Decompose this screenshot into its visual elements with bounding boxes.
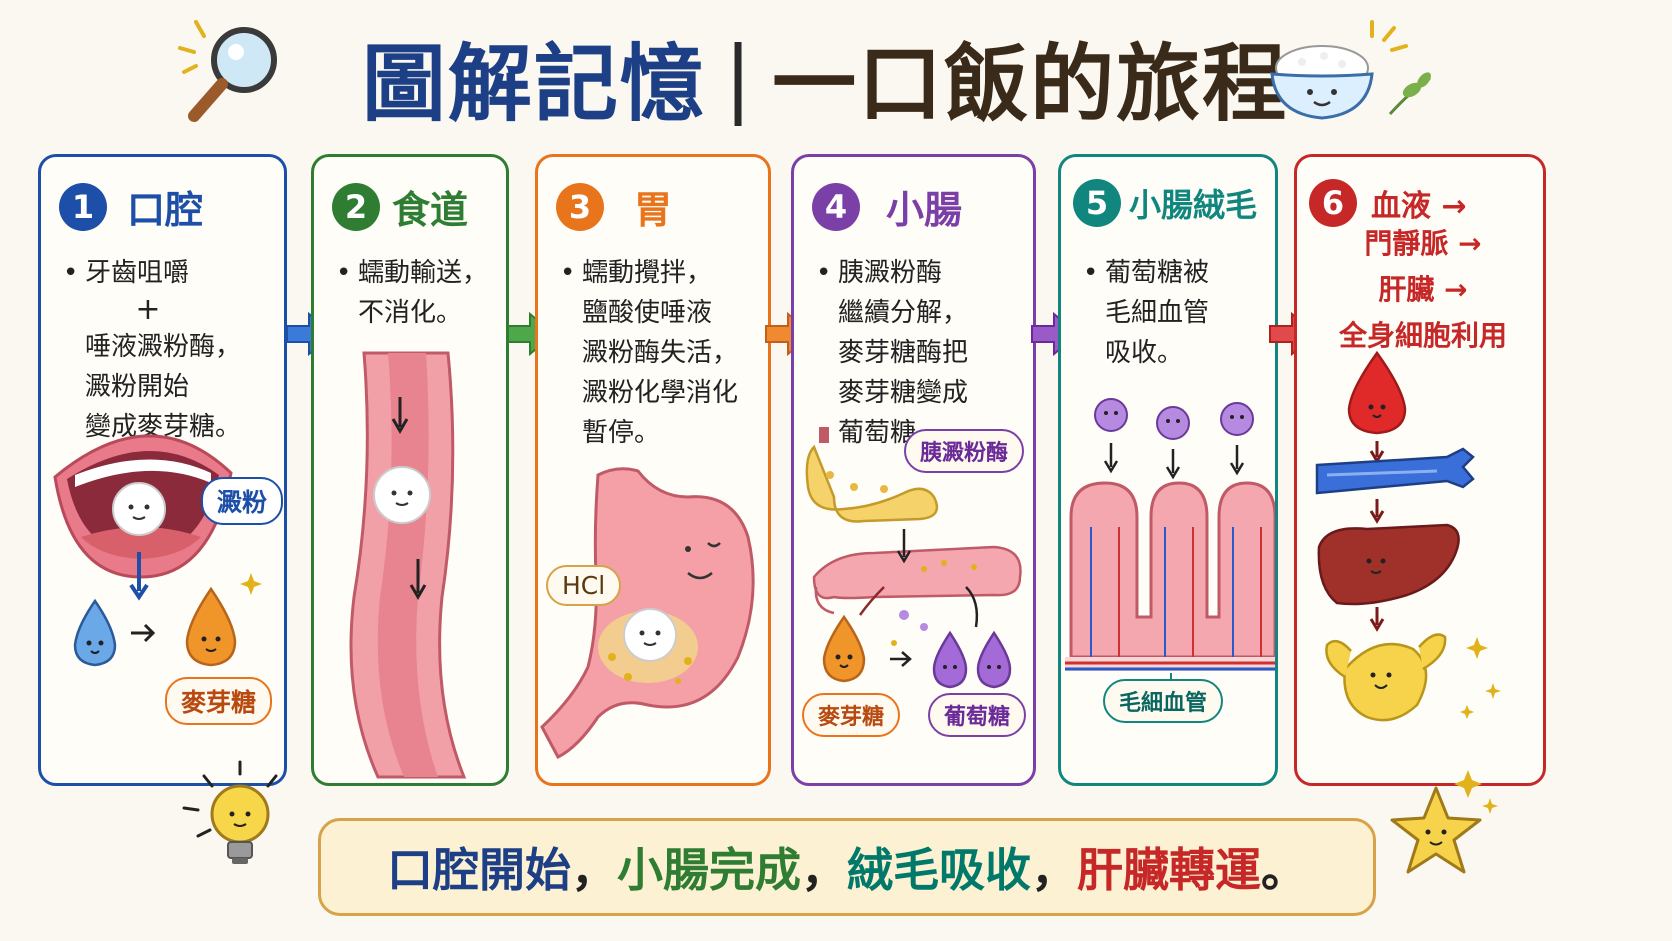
step-number-badge: 2 bbox=[332, 182, 380, 231]
text-line: 暫停。 bbox=[582, 418, 661, 448]
text-line: •蠕動輸送， bbox=[336, 258, 489, 288]
panel-header: 5 小腸絨毛 bbox=[1073, 179, 1257, 227]
stomach-illustration bbox=[540, 467, 755, 759]
summary-comma: ， bbox=[1031, 843, 1077, 897]
step-number-badge: 4 bbox=[812, 182, 860, 231]
panel-header: 3 胃 bbox=[556, 179, 672, 234]
panel-mouth: 1 口腔 •牙齒咀嚼 + 唾液澱粉酶， 澱粉開始 變成麥芽糖。 bbox=[38, 154, 287, 786]
title-right: 一口飯的旅程 bbox=[772, 34, 1289, 133]
starch-bubble: 澱粉 bbox=[201, 477, 284, 525]
maltose-label: 麥芽糖 bbox=[802, 693, 901, 737]
panel-title: 胃 bbox=[634, 188, 673, 232]
text-line: 吸收。 bbox=[1105, 338, 1184, 368]
pancreatic-amylase-label: 胰澱粉酶 bbox=[904, 429, 1025, 473]
panel-blood-liver: 6 血液 → 門靜脈 → 肝臟 → 全身細胞利用 bbox=[1294, 154, 1546, 786]
panel-title: 口腔 bbox=[127, 188, 204, 232]
panel-header: 4 小腸 bbox=[812, 179, 962, 234]
panel-small-intestine: 4 小腸 •胰澱粉酶 繼續分解， 麥芽糖酶把 麥芽糖變成 葡萄糖。 bbox=[791, 154, 1036, 786]
text-line: •蠕動攪拌， bbox=[560, 258, 713, 288]
panel-description: •蠕動攪拌， 鹽酸使唾液 澱粉酶失活， 澱粉化學消化 暫停。 bbox=[560, 253, 738, 453]
summary-comma: ， bbox=[571, 843, 617, 897]
summary-small-intestine: 小腸完成 bbox=[617, 843, 801, 897]
summary-banner: 口腔開始，小腸完成，絨毛吸收，肝臟轉運。 bbox=[318, 818, 1376, 916]
plus-sign: + bbox=[135, 292, 161, 327]
title-left: 圖解記憶 bbox=[361, 34, 706, 133]
route-line: 肝臟 → bbox=[1378, 273, 1468, 306]
panel-title: 小腸絨毛 bbox=[1129, 186, 1258, 224]
panel-description: •牙齒咀嚼 + 唾液澱粉酶， 澱粉開始 變成麥芽糖。 bbox=[63, 253, 241, 447]
intestine-illustration bbox=[805, 427, 1022, 689]
panel-esophagus: 2 食道 •蠕動輸送， 不消化。 bbox=[311, 154, 509, 786]
step-number-badge: 3 bbox=[556, 182, 604, 231]
villi-illustration bbox=[1065, 398, 1275, 687]
text-line: 不消化。 bbox=[358, 298, 463, 328]
route-text: 門靜脈 → 肝臟 → 全身細胞利用 bbox=[1297, 221, 1543, 359]
rice-bowl-icon bbox=[1270, 20, 1431, 120]
text-line: •胰澱粉酶 bbox=[816, 258, 943, 288]
capillary-label: 毛細血管 bbox=[1103, 679, 1224, 723]
route-line: 門靜脈 → bbox=[1364, 227, 1482, 260]
text-line: 毛細血管 bbox=[1105, 298, 1210, 328]
panel-header: 1 口腔 bbox=[59, 179, 203, 234]
text-line: 麥芽糖酶把 bbox=[838, 338, 969, 368]
text-line: 繼續分解， bbox=[838, 298, 969, 328]
step-number-badge: 5 bbox=[1073, 179, 1121, 227]
panel-title: 食道 bbox=[392, 188, 469, 232]
step-number-badge: 6 bbox=[1309, 179, 1357, 227]
text-line: •葡萄糖被 bbox=[1083, 258, 1210, 288]
lightbulb-icon bbox=[182, 760, 278, 864]
panel-stomach: 3 胃 •蠕動攪拌， 鹽酸使唾液 澱粉酶失活， 澱粉化學消化 暫停。 HCl bbox=[535, 154, 771, 786]
text-line: 澱粉開始 bbox=[85, 372, 190, 402]
panel-description: •胰澱粉酶 繼續分解， 麥芽糖酶把 麥芽糖變成 葡萄糖。 bbox=[816, 253, 968, 453]
panel-title: 小腸 bbox=[886, 188, 963, 232]
text-line: •牙齒咀嚼 bbox=[63, 258, 190, 288]
text-line: 鹽酸使唾液 bbox=[582, 298, 713, 328]
text-line: 麥芽糖變成 bbox=[838, 378, 969, 408]
glucose-label: 葡萄糖 bbox=[928, 693, 1027, 737]
step-number-badge: 1 bbox=[59, 182, 107, 231]
panel-description: •葡萄糖被 毛細血管 吸收。 bbox=[1083, 253, 1209, 373]
summary-period: 。 bbox=[1261, 843, 1307, 897]
panel-header: 6 血液 → bbox=[1309, 179, 1467, 227]
mouth-illustration bbox=[53, 434, 262, 667]
panel-villi: 5 小腸絨毛 •葡萄糖被 毛細血管 吸收。 bbox=[1058, 154, 1278, 786]
title-separator: | bbox=[723, 28, 755, 126]
esophagus-illustration bbox=[349, 351, 467, 779]
summary-villi: 絨毛吸收 bbox=[847, 843, 1031, 897]
summary-liver: 肝臟轉運 bbox=[1077, 843, 1261, 897]
hcl-bubble: HCl bbox=[546, 565, 622, 606]
star-icon bbox=[1390, 770, 1498, 874]
panel-description: •蠕動輸送， 不消化。 bbox=[336, 253, 488, 333]
page-title: 圖解記憶 | 一口飯的旅程 bbox=[300, 22, 1350, 133]
summary-mouth: 口腔開始 bbox=[387, 843, 571, 897]
blood-liver-illustration bbox=[1315, 350, 1501, 722]
route-line: 全身細胞利用 bbox=[1338, 319, 1507, 352]
panel-header: 2 食道 bbox=[332, 179, 468, 234]
magnifier-icon bbox=[178, 20, 277, 122]
maltose-label: 麥芽糖 bbox=[165, 677, 273, 725]
text-line: 唾液澱粉酶， bbox=[85, 332, 242, 362]
summary-comma: ， bbox=[801, 843, 847, 897]
text-line: 澱粉化學消化 bbox=[582, 378, 739, 408]
text-line: 澱粉酶失活， bbox=[582, 338, 739, 368]
panel-title: 血液 → bbox=[1371, 189, 1467, 224]
